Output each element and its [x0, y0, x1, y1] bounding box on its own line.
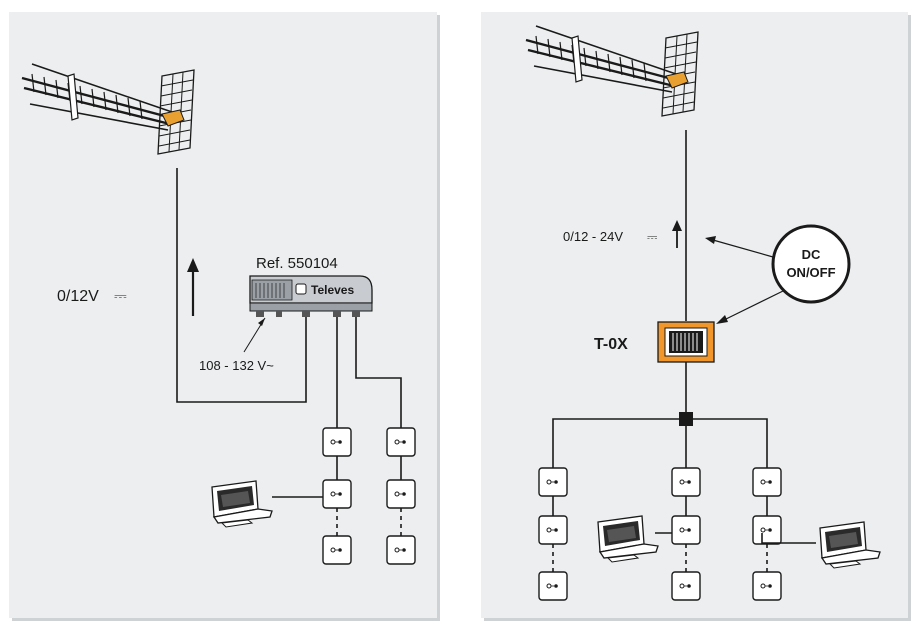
television-icon	[211, 480, 273, 528]
dc-bubble-line1: DC	[802, 247, 821, 262]
tv-outlet-icon	[671, 571, 701, 601]
t0x-device-icon	[657, 321, 715, 363]
tv-outlet-icon	[752, 571, 782, 601]
dc-on-off-bubble	[771, 224, 851, 304]
right-dc-symbol: ⎓	[647, 229, 657, 244]
tv-outlet-icon	[752, 467, 782, 497]
mains-voltage-label: 108 - 132 V~	[199, 358, 274, 373]
tv-outlet-icon	[386, 535, 416, 565]
tv-outlet-icon	[671, 515, 701, 545]
left-antenna	[20, 62, 196, 156]
television-icon	[597, 515, 659, 563]
left-voltage-label: 0/12V	[57, 288, 99, 305]
tv-outlet-icon	[671, 467, 701, 497]
dc-bubble-line2: ON/OFF	[786, 265, 835, 280]
tv-outlet-icon	[538, 571, 568, 601]
right-outlet-column-1	[538, 467, 568, 601]
tv-outlet-icon	[322, 479, 352, 509]
tv-outlet-icon	[752, 515, 782, 545]
television-icon	[819, 521, 881, 569]
right-antenna	[524, 24, 700, 118]
amplifier-icon	[249, 275, 373, 317]
tv-outlet-icon	[322, 427, 352, 457]
right-outlet-column-2	[671, 467, 701, 601]
dc-pointer-arrows	[705, 236, 784, 324]
left-dc-symbol: ⎓	[114, 288, 127, 305]
amplifier-ref-label: Ref. 550104	[256, 255, 338, 272]
tv-outlet-icon	[538, 467, 568, 497]
right-outlet-column-3	[752, 467, 782, 601]
right-distribution-bus	[552, 418, 768, 468]
right-voltage-label: 0/12 - 24V	[563, 229, 623, 244]
left-outlet-column-1	[322, 427, 352, 565]
tv-outlet-icon	[386, 427, 416, 457]
tv-outlet-icon	[538, 515, 568, 545]
t0x-label: T-0X	[594, 336, 628, 353]
amplifier-brand: Televes	[311, 283, 354, 297]
left-outlet-column-2	[386, 427, 416, 565]
tv-outlet-icon	[386, 479, 416, 509]
left-output-cable-2	[355, 317, 402, 428]
right-up-arrow	[672, 220, 682, 248]
left-antenna-cable	[176, 168, 307, 403]
left-up-arrow	[187, 258, 199, 316]
tv-outlet-icon	[322, 535, 352, 565]
